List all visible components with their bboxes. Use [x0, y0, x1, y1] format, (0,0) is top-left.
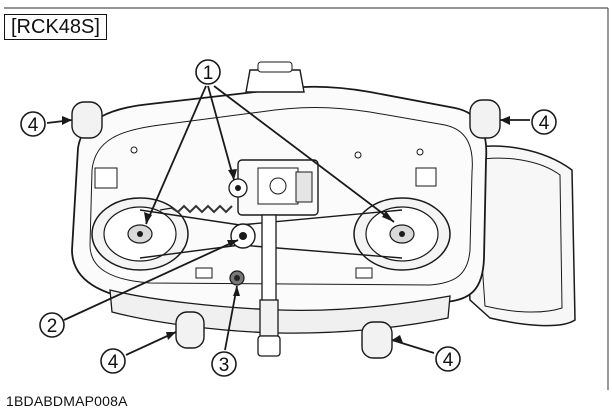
tension-pulley [230, 223, 256, 249]
callout-4-top-left: 4 [20, 111, 46, 137]
center-gearbox [237, 159, 319, 216]
discharge-chute [459, 145, 576, 327]
callout-3-label: 3 [219, 355, 230, 376]
callout-4-top-left-label: 4 [28, 115, 39, 136]
figure-id: 1BDABDMAP008A [6, 393, 128, 409]
left-spindle-housing [91, 197, 189, 271]
gauge-wheel-bottom-right [361, 321, 393, 359]
callout-2: 2 [39, 312, 65, 338]
callout-4-bottom-left-label: 4 [108, 352, 119, 373]
upper-idler-pulley [228, 178, 248, 198]
leader-lines [46, 85, 530, 356]
grease-fitting [229, 270, 245, 286]
drive-shaft [257, 214, 281, 357]
callout-1-label: 1 [203, 63, 214, 84]
gauge-wheel-top-left [71, 101, 103, 139]
right-spindle-housing [353, 197, 451, 271]
callout-3: 3 [211, 351, 237, 377]
leader-arrowheads [62, 116, 510, 343]
rear-hitch [245, 61, 305, 93]
callout-1: 1 [195, 59, 221, 85]
gauge-wheel-top-right [469, 99, 501, 139]
callout-4-bottom-right-label: 4 [443, 350, 454, 371]
gauge-wheel-bottom-left [175, 311, 205, 349]
model-label: [RCK48S] [4, 14, 107, 40]
callout-4-bottom-left: 4 [100, 348, 126, 374]
callout-2-label: 2 [47, 316, 58, 337]
callout-4-bottom-right: 4 [435, 346, 461, 372]
tension-spring [159, 204, 233, 214]
callout-4-top-right-label: 4 [539, 113, 550, 134]
callout-4-top-right: 4 [531, 109, 557, 135]
